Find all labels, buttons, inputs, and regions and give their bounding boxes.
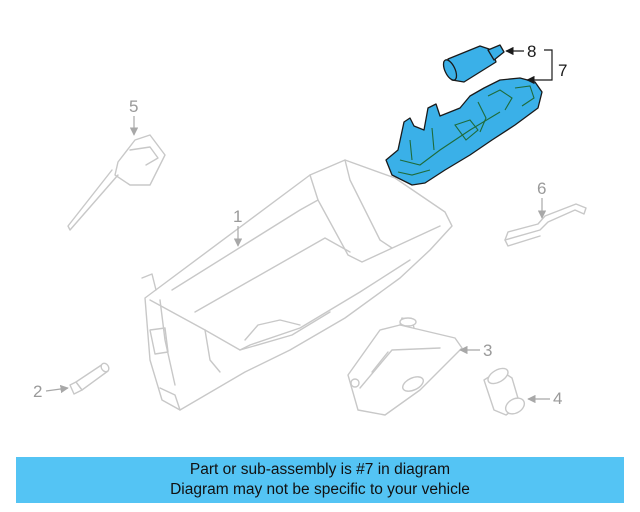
svg-text:8: 8 (527, 42, 536, 61)
callout-7: 7 (526, 49, 567, 85)
svg-text:4: 4 (553, 389, 562, 408)
callout-4: 4 (527, 389, 562, 408)
bracket-part (67, 134, 166, 231)
latch-part (347, 317, 463, 416)
svg-text:2: 2 (33, 382, 42, 401)
callout-6: 6 (537, 179, 546, 219)
callout-3: 3 (459, 341, 492, 360)
callout-2: 2 (33, 382, 69, 401)
callout-1: 1 (233, 207, 242, 247)
callout-5: 5 (129, 97, 138, 136)
pin-part (69, 362, 110, 395)
bulb-part (442, 44, 505, 83)
parts-diagram: 1 2 3 4 5 6 7 8 (33, 42, 587, 416)
banner-line-disclaimer: Diagram may not be specific to your vehi… (170, 481, 470, 498)
svg-text:6: 6 (537, 179, 546, 198)
callout-8: 8 (505, 42, 536, 61)
svg-text:7: 7 (558, 61, 567, 80)
damper-part (483, 367, 526, 416)
svg-text:1: 1 (233, 207, 242, 226)
banner-line-part-info: Part or sub-assembly is #7 in diagram (189, 461, 451, 478)
clip-part (504, 203, 587, 247)
glove-box-part (141, 159, 453, 411)
info-banner: Part or sub-assembly is #7 in diagram Di… (16, 457, 624, 503)
svg-text:5: 5 (129, 97, 138, 116)
lamp-assembly-part (385, 77, 543, 186)
svg-text:3: 3 (483, 341, 492, 360)
